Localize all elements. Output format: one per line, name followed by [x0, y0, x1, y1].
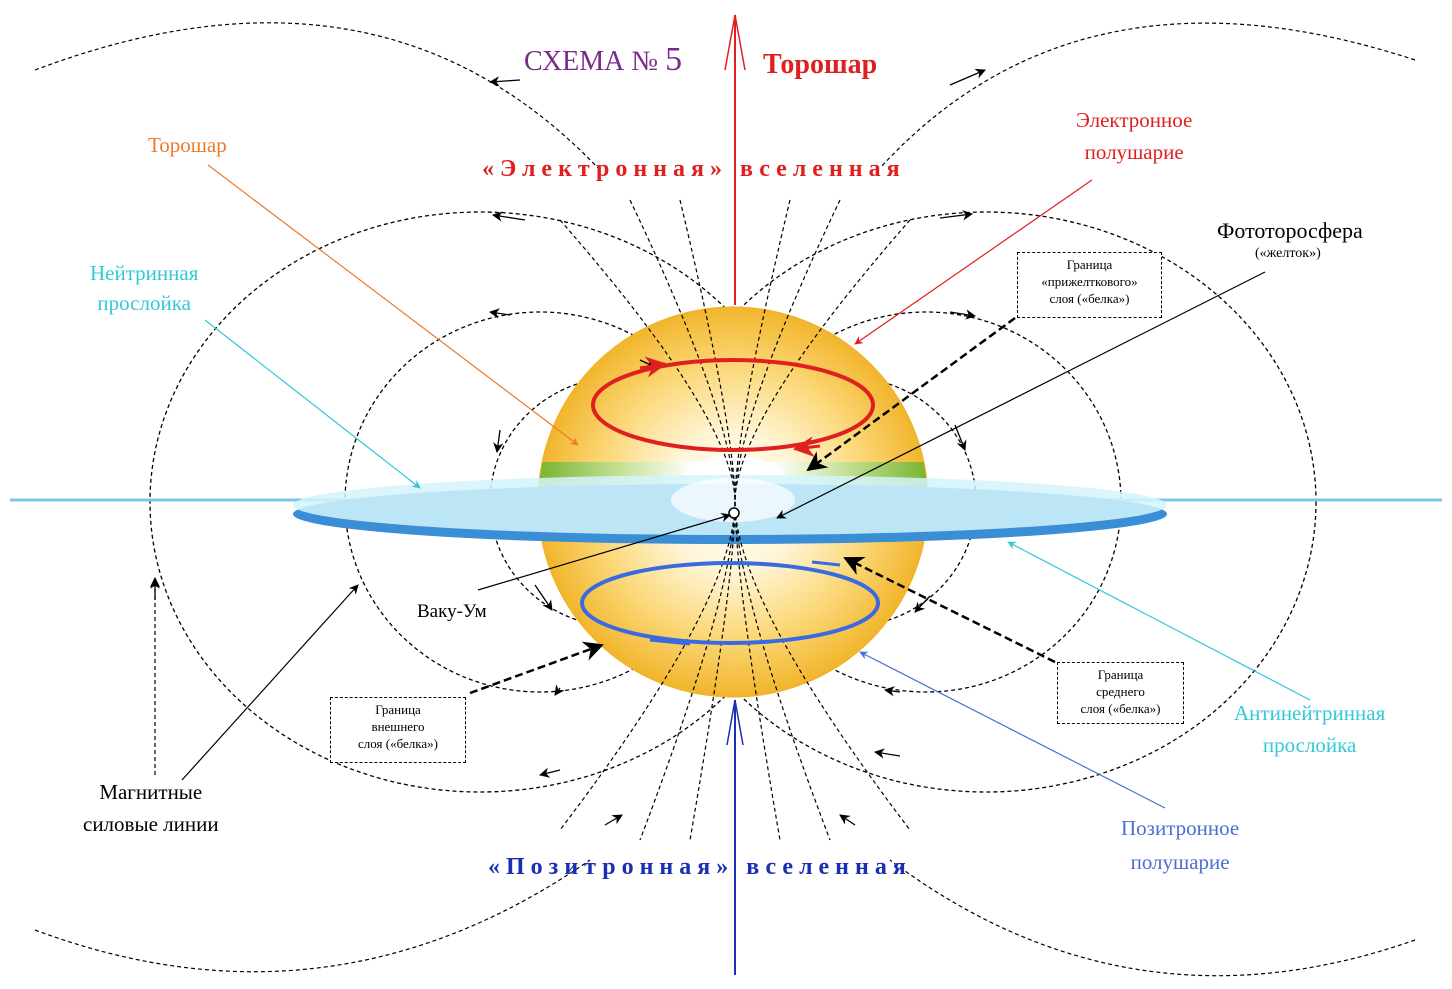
- middle-layer-leader: [843, 556, 1056, 664]
- title-number: 5: [665, 41, 683, 78]
- vakuum-center: [728, 507, 740, 519]
- photo-torosphere-leader: [776, 271, 1266, 519]
- electron-current-ring: [591, 358, 875, 452]
- yolk-label: («желток»): [1255, 246, 1321, 261]
- electron-hemisphere-leader: [854, 179, 1093, 345]
- arrow-up-icon: [724, 14, 746, 71]
- magnetic-lines-leader: [181, 584, 359, 781]
- diagram-title: СХЕМА № 5: [524, 40, 682, 81]
- neutrino-leader: [204, 319, 421, 489]
- neutrino-layer-label: Нейтринная прослойка: [90, 261, 199, 316]
- positron-hemisphere-label: Позитронное полушарие: [1121, 816, 1240, 874]
- positron-universe-label: «Позитронная» вселенная: [488, 854, 912, 880]
- outer-layer-box: Граница внешнего слоя («белка»): [330, 697, 466, 763]
- electron-universe-label: «Электронная» вселенная: [482, 156, 906, 182]
- photo-torosphere-label: Фототоросфера: [1217, 218, 1363, 243]
- outer-field-lines: [34, 22, 1416, 977]
- near-yolk-leader: [806, 316, 1016, 472]
- middle-layer-box: Граница среднего слоя («белка»): [1057, 662, 1184, 724]
- torushar-left-label: Торошар: [148, 133, 227, 157]
- vakuum-label: Ваку-Ум: [417, 601, 487, 622]
- near-yolk-layer-box: Граница «прижелткового» слоя («белка»): [1017, 252, 1162, 318]
- torushar-top-label: Торошар: [763, 49, 878, 80]
- torushar-leader: [207, 164, 579, 446]
- title-prefix: СХЕМА №: [524, 46, 666, 77]
- positron-current-ring: [580, 561, 880, 645]
- magnetic-lines-label: Магнитные силовые линии: [83, 780, 219, 836]
- electron-hemisphere-label: Электронное полушарие: [1076, 108, 1193, 164]
- positron-hemisphere-leader: [859, 651, 1166, 809]
- antineutrino-layer-label: Антинейтринная прослойка: [1234, 701, 1386, 757]
- polar-field-lines: [559, 199, 911, 841]
- vakuum-leader: [477, 512, 731, 591]
- antineutrino-leader: [1007, 541, 1311, 701]
